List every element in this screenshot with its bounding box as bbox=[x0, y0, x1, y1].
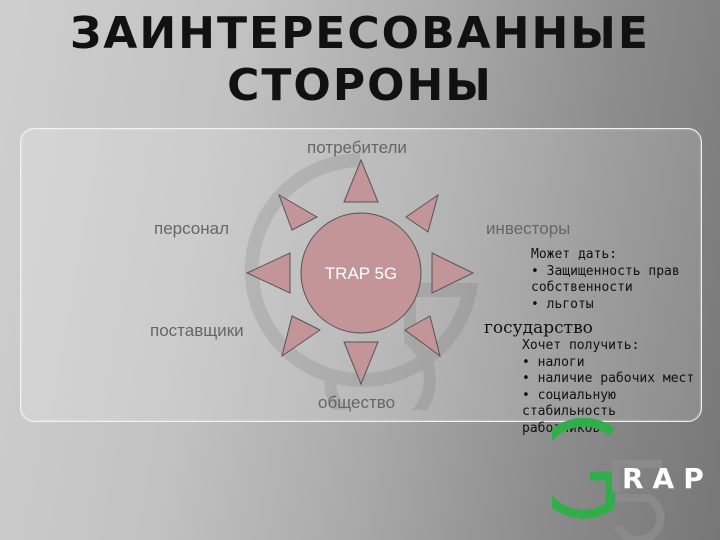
label-consumers: потребители bbox=[307, 138, 407, 157]
brand-logo-text: RAP bbox=[622, 462, 713, 495]
state-note-item: • налоги bbox=[522, 354, 585, 370]
investors-note-heading: Может дать: bbox=[531, 247, 618, 262]
label-personnel: персонал bbox=[154, 219, 230, 238]
ray-top-left bbox=[278, 193, 319, 231]
title-line-2: СТОРОНЫ bbox=[227, 60, 493, 111]
investors-note: Может дать: • Защищенность прав собствен… bbox=[531, 247, 680, 313]
ray-bottom bbox=[343, 341, 379, 386]
ray-bottom-left bbox=[281, 315, 321, 358]
title-line-1: ЗАИНТЕРЕСОВАННЫЕ bbox=[70, 8, 650, 59]
sun-core bbox=[300, 212, 422, 334]
label-society: общество bbox=[318, 393, 396, 412]
ray-right bbox=[431, 252, 475, 294]
label-investors: инвесторы bbox=[486, 219, 571, 238]
label-state: государство bbox=[484, 318, 593, 338]
investors-note-item: • Защищенность прав bbox=[531, 263, 680, 279]
label-suppliers: поставщики bbox=[150, 321, 244, 340]
ray-top bbox=[343, 158, 379, 203]
ray-left bbox=[245, 252, 291, 294]
center-label: TRAP 5G bbox=[324, 264, 398, 283]
ray-bottom-right bbox=[404, 315, 441, 358]
state-note-item: • социальную bbox=[522, 387, 616, 403]
ray-top-right bbox=[405, 193, 439, 233]
slide-title: ЗАИНТЕРЕСОВАННЫЕ СТОРОНЫ bbox=[0, 8, 720, 112]
investors-note-item: • льготы bbox=[531, 296, 594, 312]
state-note-heading: Хочет получить: bbox=[522, 338, 640, 353]
investors-note-item: собственности bbox=[531, 280, 633, 295]
state-note-item: стабильность bbox=[522, 404, 616, 419]
state-note-item: • наличие рабочих мест bbox=[522, 371, 695, 386]
brand-logo bbox=[552, 418, 665, 540]
